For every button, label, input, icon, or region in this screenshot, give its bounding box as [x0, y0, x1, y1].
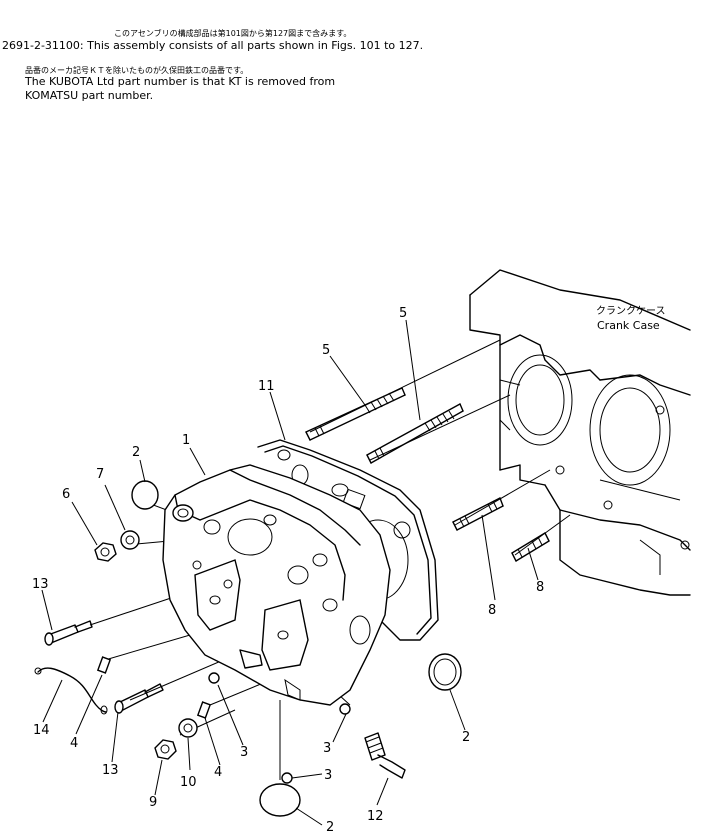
water-drain-cock	[364, 732, 406, 779]
cylinder-head-body	[162, 464, 391, 706]
callout-1: 1	[182, 433, 190, 448]
callout-13-upper: 13	[32, 577, 49, 592]
callout-13-lower: 13	[102, 763, 119, 778]
stud-bolt-5b	[366, 403, 464, 464]
expansion-plug-bottom	[259, 783, 301, 817]
callout-2-bottom: 2	[326, 820, 334, 832]
callout-2-right: 2	[462, 730, 470, 745]
dowel-pin-lower	[196, 701, 212, 719]
nut-6	[94, 542, 117, 562]
plug-3b	[339, 703, 351, 715]
stud-bolt-8b	[511, 532, 550, 562]
callout-10: 10	[180, 775, 197, 790]
glow-plug-lower	[114, 683, 164, 714]
plug-3a	[208, 672, 220, 684]
header-kubota-note: The KUBOTA Ltd part number is that KT is…	[25, 75, 336, 88]
callout-3-bottom: 3	[324, 768, 332, 783]
glow-plug-upper	[44, 620, 93, 646]
washer-7	[120, 530, 140, 550]
header-komatsu-note: KOMATSU part number.	[25, 89, 154, 102]
nut-9	[154, 739, 177, 760]
cylinder-head-gasket	[257, 439, 439, 641]
callout-3-middle: 3	[323, 741, 331, 756]
washer-10	[178, 718, 198, 738]
callout-5-left: 5	[322, 343, 330, 358]
callout-12: 12	[367, 809, 384, 824]
callout-8-left: 8	[488, 603, 496, 618]
callout-9: 9	[149, 795, 157, 810]
expansion-plug-right	[428, 653, 462, 691]
callout-leaders	[41, 319, 539, 826]
plug-3c	[281, 772, 293, 784]
header-japanese-line-2: 品番のメーカ記号ＫＴを除いたものが久保田鉄工の品番です。	[25, 66, 249, 75]
expansion-plug-top	[131, 480, 159, 510]
callout-4-right: 4	[214, 765, 222, 780]
crank-case-label: Crank Case	[597, 319, 660, 332]
callout-2-top: 2	[132, 445, 140, 460]
dowel-pin-upper	[96, 656, 112, 674]
callout-8-right: 8	[536, 580, 544, 595]
callout-3-left: 3	[240, 745, 248, 760]
stud-bolt-8a	[452, 497, 504, 531]
header-japanese-line-1: このアセンブリの構成部品は第101図から第127図まで含みます。	[114, 29, 352, 38]
callout-6: 6	[62, 487, 70, 502]
callout-14: 14	[33, 723, 50, 738]
callout-7: 7	[96, 467, 104, 482]
glow-plug-connector-wire	[37, 667, 107, 713]
header-assembly-note: 2691-2-31100: This assembly consists of …	[2, 39, 424, 52]
crank-case-drawing	[469, 269, 691, 596]
callout-4-left: 4	[70, 736, 78, 751]
stud-bolt-5a	[305, 387, 406, 441]
callout-5-right: 5	[399, 306, 407, 321]
callout-11: 11	[258, 379, 275, 394]
crank-case-label-jp: クランクケース	[596, 305, 666, 317]
